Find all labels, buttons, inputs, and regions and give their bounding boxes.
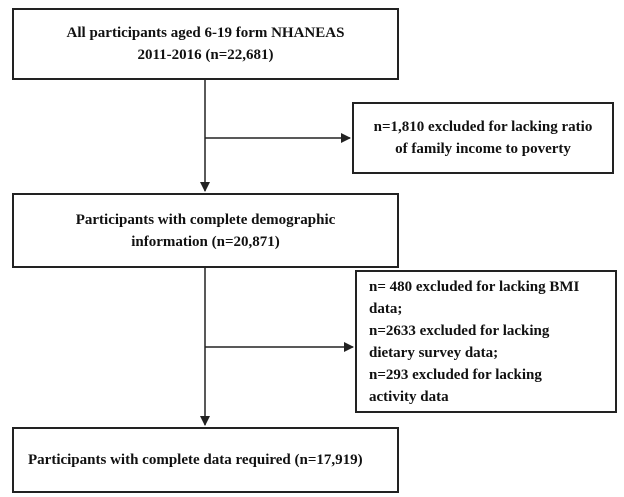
box-exclusion-income-line-2: of family income to poverty — [395, 141, 571, 157]
box-exclusion-income: n=1,810 excluded for lacking ratio of fa… — [352, 102, 614, 174]
box-exclusion-bmi-diet-activity: n= 480 excluded for lacking BMI data; n=… — [355, 270, 617, 413]
box-exclusion-diet-line-2: dietary survey data; — [369, 344, 499, 361]
box-exclusion-bmi-line-1: n= 480 excluded for lacking BMI — [369, 278, 580, 295]
box-exclusion-diet-line-1: n=2633 excluded for lacking — [369, 322, 550, 339]
box-complete-demographic-line-1: Participants with complete demographic — [75, 211, 336, 228]
box-exclusion-bmi-line-2: data; — [369, 300, 403, 317]
box-exclusion-activity-line-1: n=293 excluded for lacking — [369, 366, 542, 383]
box-complete-demographic: Participants with complete demographic i… — [12, 193, 399, 268]
box-all-participants-line-1: All participants aged 6-19 form NHANEAS — [66, 25, 345, 41]
box-exclusion-income-line-1: n=1,810 excluded for lacking ratio — [373, 119, 593, 135]
box-complete-demographic-line-2: information (n=20,871) — [131, 233, 280, 250]
box-complete-data: Participants with complete data required… — [12, 427, 399, 493]
box-all-participants-line-2: 2011-2016 (n=22,681) — [137, 47, 274, 63]
box-exclusion-activity-line-2: activity data — [369, 388, 449, 405]
box-all-participants: All participants aged 6-19 form NHANEAS … — [12, 8, 399, 80]
box-complete-data-line-1: Participants with complete data required… — [28, 452, 363, 468]
